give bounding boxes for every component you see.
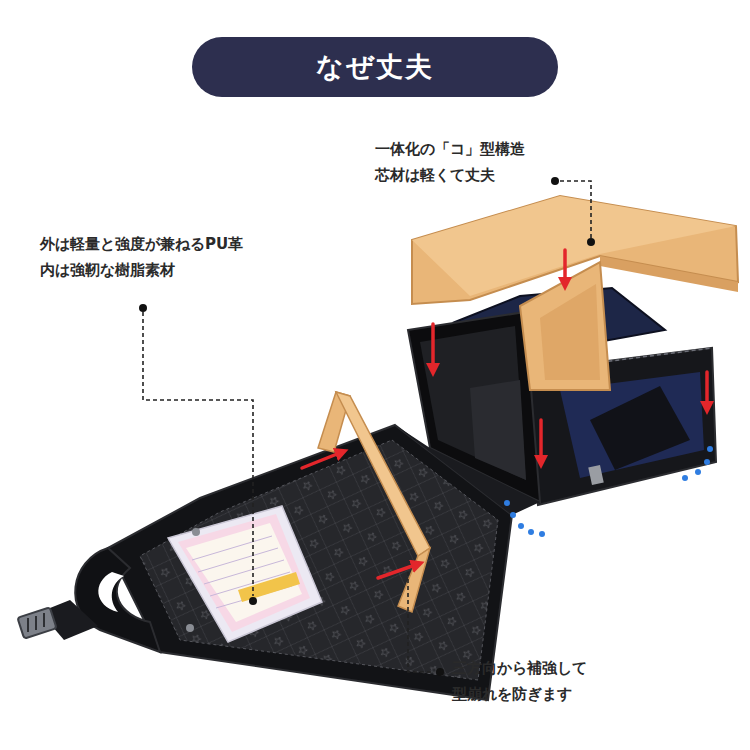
- title: なぜ丈夫: [192, 37, 558, 97]
- name-card: [186, 523, 302, 622]
- leader-line: [143, 312, 253, 596]
- leader-line: [560, 181, 591, 238]
- bag-body: [420, 326, 526, 480]
- bag-body: [395, 425, 540, 515]
- leader-line: [408, 572, 434, 672]
- name-card: [178, 514, 310, 632]
- core-panel: [600, 256, 738, 292]
- lid-handle: [75, 548, 160, 652]
- leader-line: [143, 181, 591, 672]
- lid-handle: [28, 613, 44, 632]
- leader-dot: [587, 238, 595, 246]
- force-arrow: [378, 564, 418, 578]
- callout-text: 一体化の「コ」型構造 芯材は軽くて丈夫: [375, 136, 553, 189]
- callout-text: 三方向から補強して 型崩れを防ぎます: [452, 655, 642, 708]
- name-card: [238, 572, 300, 602]
- corner-dots: [682, 475, 688, 481]
- bag-lid: [140, 440, 498, 680]
- bag-body: [590, 386, 690, 470]
- corner-dots: [504, 446, 713, 537]
- lid-handle: [186, 624, 194, 632]
- bag-body: [588, 465, 603, 485]
- corner-dots: [707, 446, 713, 452]
- force-arrow: [563, 250, 567, 284]
- name-card: [168, 506, 322, 642]
- lid-strap: [336, 392, 430, 556]
- lid-handle: [17, 607, 56, 638]
- lid-handle: [98, 572, 124, 612]
- corner-dots: [695, 469, 701, 475]
- lid-strap: [318, 392, 430, 612]
- leader-dot: [436, 668, 444, 676]
- lid-strap: [398, 548, 430, 612]
- corner-dots: [504, 500, 510, 506]
- callout-text: 外は軽量と強度が兼ねるPU革 内は強靭な樹脂素材: [40, 231, 280, 284]
- core-panel: [412, 196, 738, 390]
- force-arrow: [302, 250, 707, 578]
- corner-dots: [539, 531, 545, 537]
- corner-dots: [510, 512, 516, 518]
- force-arrow: [539, 420, 543, 462]
- name-card: [168, 506, 322, 642]
- corner-dots: [704, 459, 710, 465]
- bag-body: [470, 380, 526, 480]
- leader-dot: [551, 177, 559, 185]
- leader-dot: [249, 597, 257, 605]
- bag-lid: [140, 440, 498, 680]
- lid-handle: [17, 528, 200, 652]
- corner-dots: [528, 529, 534, 535]
- lid-handle: [192, 528, 200, 536]
- force-arrow: [302, 452, 342, 468]
- corner-dots: [518, 523, 524, 529]
- force-arrow: [431, 324, 435, 370]
- leader-dot: [139, 304, 147, 312]
- force-arrow: [705, 372, 709, 408]
- core-panel: [540, 284, 600, 380]
